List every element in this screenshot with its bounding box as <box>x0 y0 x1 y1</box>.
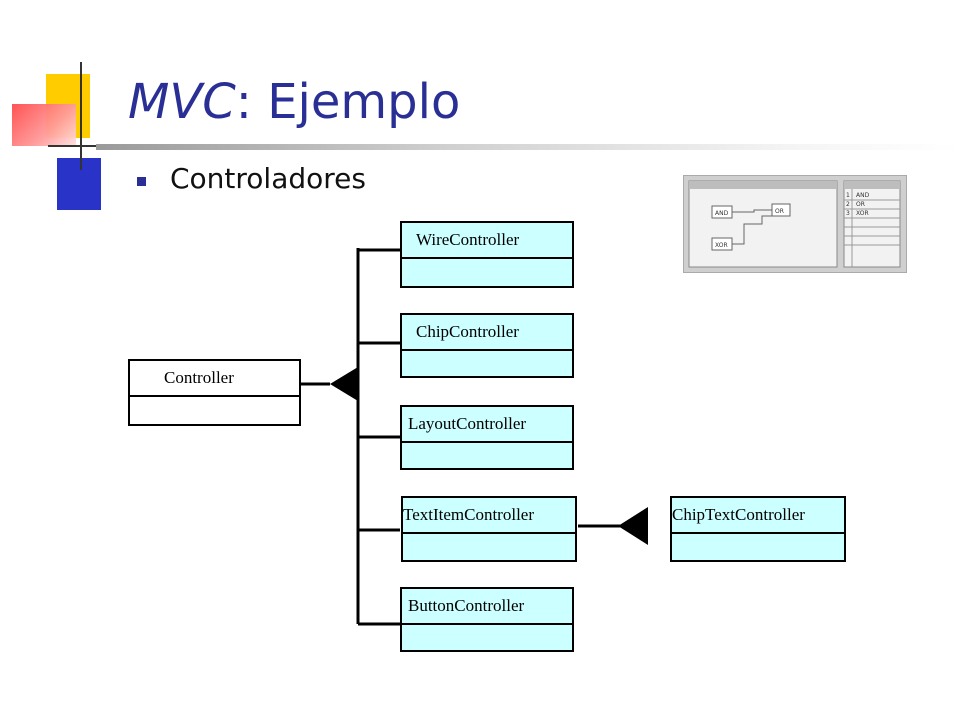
class-textitem-controller-name: TextItemController <box>403 498 575 534</box>
class-layout-controller: LayoutController <box>400 405 574 470</box>
decor-blue-square <box>57 158 101 210</box>
bullet-text: Controladores <box>170 162 366 195</box>
class-wire-controller: WireController <box>400 221 574 288</box>
class-layout-controller-name: LayoutController <box>402 407 572 443</box>
class-chiptext-controller: ChipTextController <box>670 496 846 562</box>
slide-title-mvc: MVC <box>128 74 236 130</box>
inheritance-arrowhead-controller <box>330 367 358 401</box>
thumb-list-or: OR <box>856 201 865 208</box>
class-wire-controller-name: WireController <box>402 223 572 259</box>
class-chip-controller-name: ChipController <box>402 315 572 351</box>
thumb-gate-or: OR <box>775 208 784 215</box>
decor-red-square <box>12 104 76 146</box>
decor-horizontal-line <box>48 145 100 147</box>
class-button-controller: ButtonController <box>400 587 574 652</box>
thumb-gate-and: AND <box>715 210 729 217</box>
thumb-list-num-2: 2 <box>846 201 850 208</box>
thumb-list-and: AND <box>856 192 870 199</box>
circuit-thumbnail: AND OR XOR 1 2 3 AND OR XOR <box>683 175 907 273</box>
thumb-list-num-1: 1 <box>846 192 850 199</box>
class-chip-controller: ChipController <box>400 313 574 378</box>
class-textitem-controller: TextItemController <box>401 496 577 562</box>
class-button-controller-name: ButtonController <box>402 589 572 625</box>
slide-title-rest: : Ejemplo <box>235 74 461 130</box>
thumb-list-num-3: 3 <box>846 210 850 217</box>
class-controller: Controller <box>128 359 301 426</box>
class-chiptext-controller-name: ChipTextController <box>672 498 844 534</box>
bullet-square-icon <box>137 177 146 186</box>
title-rule <box>96 144 960 150</box>
slide-title: MVC: Ejemplo <box>128 78 460 126</box>
circuit-thumbnail-drawing: AND OR XOR 1 2 3 AND OR XOR <box>688 180 901 268</box>
thumb-gate-xor: XOR <box>715 242 728 249</box>
class-controller-name: Controller <box>130 361 299 397</box>
decor-vertical-line <box>80 62 82 170</box>
inheritance-arrowhead-textitem <box>618 507 648 545</box>
thumb-list-xor: XOR <box>856 210 869 217</box>
